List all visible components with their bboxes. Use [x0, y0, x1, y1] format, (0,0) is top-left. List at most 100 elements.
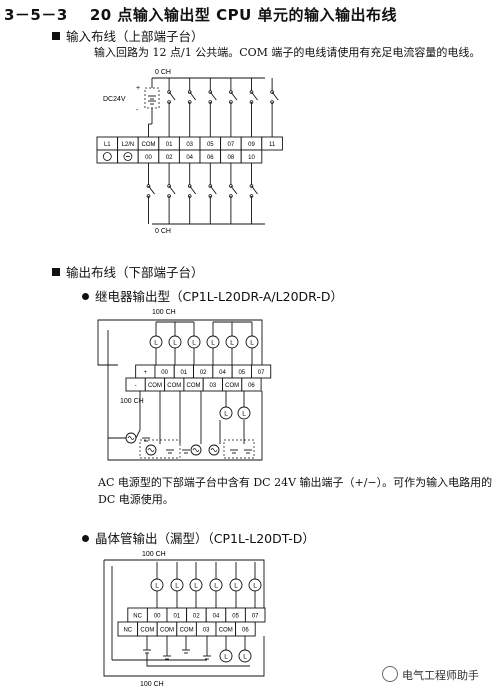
switch-blade — [168, 185, 176, 195]
wechat-icon — [382, 666, 398, 682]
round-bullet-icon — [82, 535, 89, 542]
input-terminal-bottom-label: 00 — [145, 155, 152, 161]
input-terminal-top-label: 05 — [207, 142, 214, 148]
load-label: L — [192, 339, 196, 346]
transistor-output-heading: 晶体管输出（漏型）（CP1L-L20DT-D） — [82, 528, 315, 547]
load-label: L — [242, 410, 246, 417]
relay-output-note: AC 电源型的下部端子台中含有 DC 24V 输出端子（+/−）。可作为输入电路… — [98, 476, 493, 506]
watermark: 电气工程师助手 — [382, 666, 479, 683]
load-label: L — [250, 339, 254, 346]
switch-blade — [230, 185, 238, 195]
relay-terminal-bottom-label: COM — [225, 383, 239, 389]
relay-terminal-bottom-label: COM — [148, 383, 162, 389]
input-terminal-bottom-label: 02 — [166, 155, 173, 161]
square-bullet-icon — [52, 32, 60, 40]
transistor-ch-bottom-label: 100 CH — [140, 681, 164, 688]
transistor-terminal-bottom-label: COM — [219, 627, 233, 633]
dc24v-label: DC24V — [103, 96, 126, 103]
transistor-terminal-top-label: 02 — [193, 613, 200, 619]
relay-terminal-bottom — [241, 377, 262, 392]
load-label: L — [234, 582, 238, 589]
output-wiring-heading: 输出布线（下部端子台） — [52, 262, 204, 281]
earth-icon — [123, 152, 133, 161]
wire — [107, 391, 263, 461]
section-title: 20 点输入输出型 CPU 单元的输入输出布线 — [89, 6, 398, 24]
switch-blade — [230, 91, 238, 101]
switch-blade — [168, 91, 176, 101]
input-terminal-top-label: 07 — [228, 142, 235, 148]
input-wiring-heading: 输入布线（上部端子台） — [52, 26, 204, 45]
transistor-terminal-top-label: 07 — [252, 613, 259, 619]
relay-terminal-top-label: 05 — [238, 370, 245, 376]
transistor-terminal-bottom-label: 06 — [242, 627, 249, 633]
load-label: L — [175, 582, 179, 589]
switch-blade — [251, 185, 258, 195]
relay-terminal-bottom-label: COM — [187, 383, 201, 389]
relay-terminal-top-label: 01 — [181, 370, 188, 376]
load-label: L — [155, 582, 159, 589]
transistor-terminal-bottom-label: NC — [123, 627, 132, 633]
load-label: L — [211, 339, 215, 346]
input-terminal-top-label: 01 — [166, 142, 173, 148]
wire — [97, 319, 263, 366]
switch-blade — [271, 91, 279, 101]
transistor-terminal-top-label: 01 — [173, 613, 180, 619]
input-terminal-top-label: L1 — [104, 142, 111, 148]
relay-ch-top-label: 100 CH — [152, 309, 176, 316]
load-label: L — [230, 339, 234, 346]
relay-ch-bottom-label: 100 CH — [120, 398, 144, 405]
transistor-terminal-bottom-label: COM — [180, 627, 194, 633]
wire — [146, 653, 250, 667]
input-terminal-top-label: 09 — [248, 142, 255, 148]
page-title: 3－5－3 20 点输入输出型 CPU 单元的输入输出布线 — [4, 4, 397, 25]
transistor-terminal-top-label: 05 — [232, 613, 239, 619]
load-label: L — [194, 582, 198, 589]
wire — [104, 559, 265, 608]
supply-minus-label: - — [136, 107, 139, 114]
switch-blade — [209, 91, 217, 101]
ground-icon — [102, 152, 112, 161]
ac-wave — [210, 448, 218, 452]
transistor-terminal-top-label: 04 — [213, 613, 220, 619]
transistor-terminal-bottom-label: COM — [160, 627, 174, 633]
switch-blade — [189, 185, 197, 195]
relay-terminal-top-label: 04 — [219, 370, 226, 376]
load-label: L — [173, 339, 177, 346]
supply-plus-label: + — [136, 85, 140, 92]
relay-terminal-top-label: 07 — [258, 370, 265, 376]
load-label: L — [243, 653, 247, 660]
load-label: L — [214, 582, 218, 589]
input-terminal-bottom-label: 04 — [186, 155, 193, 161]
load-label: L — [154, 339, 158, 346]
input-ch-top-label: 0 CH — [155, 69, 171, 76]
ac-wave — [147, 448, 155, 452]
switch-blade — [209, 185, 217, 195]
switch-blade — [251, 91, 258, 101]
relay-terminal-bottom-label: - — [135, 383, 137, 389]
wire — [103, 560, 265, 677]
section-number: 3－5－3 — [4, 6, 68, 24]
relay-terminal-bottom-label: 03 — [210, 383, 217, 389]
input-terminal-top-label: 11 — [269, 142, 276, 148]
switch-blade — [148, 185, 155, 195]
input-description: 输入回路为 12 点/1 公共端。COM 端子的电线请使用有充足电流容量的电线。 — [94, 46, 481, 59]
transistor-terminal-bottom-label: COM — [140, 627, 154, 633]
switch-blade — [189, 91, 197, 101]
transistor-terminal-top-label: NC — [133, 613, 142, 619]
relay-terminal-bottom-label: 06 — [248, 383, 255, 389]
ac-wave — [127, 436, 135, 440]
transistor-ch-top-label: 100 CH — [142, 551, 166, 558]
relay-terminal-top-label: + — [144, 370, 148, 376]
wire — [135, 391, 141, 439]
relay-terminal-top-label: 00 — [161, 370, 168, 376]
input-terminal-bottom-label: 10 — [248, 155, 255, 161]
ac-wave — [192, 448, 200, 452]
load-label: L — [224, 653, 228, 660]
input-ch-bottom-label: 0 CH — [155, 228, 171, 235]
relay-output-heading: 继电器输出型（CP1L-L20DR-A/L20DR-D） — [82, 286, 343, 305]
input-terminal-bottom-label: 06 — [207, 155, 214, 161]
input-terminal-bottom-label: 08 — [228, 155, 235, 161]
